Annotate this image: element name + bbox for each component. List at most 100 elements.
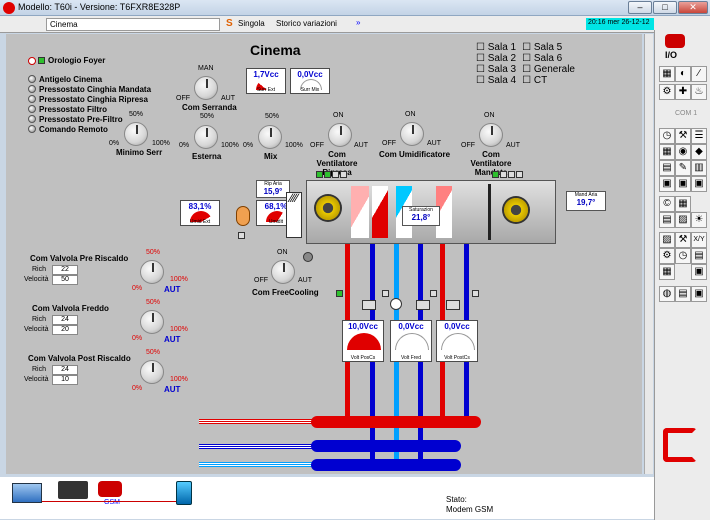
- status-led: [38, 57, 45, 64]
- gsm-label: GSM: [104, 499, 120, 506]
- gauge-volt-postc: 10,0Vcc Volt PosCs: [342, 320, 384, 362]
- tool-icon[interactable]: ▣: [691, 176, 707, 192]
- min-serr-knob[interactable]: [124, 122, 148, 146]
- tool-icon[interactable]: ▣: [659, 176, 675, 192]
- mode-label[interactable]: Singola: [238, 19, 265, 28]
- tool-icon[interactable]: ▦: [659, 66, 675, 82]
- tool-icon[interactable]: ✚: [675, 84, 691, 100]
- vel-label: Velocità: [24, 276, 49, 283]
- globe-icon[interactable]: ◍: [659, 286, 675, 302]
- header-blue-2: [311, 459, 461, 471]
- tool-icon[interactable]: ◐: [675, 66, 691, 82]
- status-led: [500, 171, 507, 178]
- filter-icon: ⁄⁄⁄⁄: [286, 192, 302, 238]
- tool-icon[interactable]: ◆: [691, 144, 707, 160]
- sale-list: ☐ Sala 1 ☐ Sala 2 ☐ Sala 3 ☐ Sala 4 ☐ Sa…: [476, 42, 575, 86]
- valve-knob[interactable]: [140, 260, 164, 284]
- valve-icon: [446, 300, 460, 310]
- tool-icon[interactable]: ✎: [675, 160, 691, 176]
- valve-knob[interactable]: [140, 360, 164, 384]
- freecooling-knob[interactable]: [271, 260, 295, 284]
- status-label: Stato:: [446, 495, 467, 504]
- tool-icon[interactable]: ⚙: [659, 248, 675, 264]
- tool-icon[interactable]: ▥: [691, 160, 707, 176]
- tool-icon[interactable]: ⚒: [675, 128, 691, 144]
- chart-icon[interactable]: ▨: [659, 232, 675, 248]
- damper-indicator: [303, 252, 313, 262]
- tool-icon[interactable]: ∕: [691, 66, 707, 82]
- knob-top-label: ON: [405, 111, 416, 118]
- tool-icon[interactable]: ▦: [659, 144, 675, 160]
- minimize-button[interactable]: –: [628, 1, 652, 14]
- scrollbar[interactable]: [644, 34, 653, 474]
- mix-knob[interactable]: [258, 125, 282, 149]
- page-selector[interactable]: Cinema: [46, 18, 220, 31]
- history-button[interactable]: Storico variazioni: [276, 19, 337, 28]
- post-heating-coil-icon: [436, 186, 452, 238]
- knob-top-label: 50%: [200, 113, 215, 120]
- vel-field[interactable]: 20: [52, 325, 78, 335]
- tool-icon[interactable]: ▤: [659, 160, 675, 176]
- tool-icon[interactable]: ▤: [659, 212, 675, 228]
- status-item: Pressostato Pre-Filtro: [28, 115, 151, 125]
- sala-item[interactable]: ☐ Sala 4: [476, 75, 517, 86]
- tool-icon[interactable]: ⚙: [659, 84, 675, 100]
- tool-icon[interactable]: ▤: [691, 248, 707, 264]
- vent-ripresa-knob[interactable]: [328, 123, 352, 147]
- tool-icon[interactable]: ▣: [691, 264, 707, 280]
- tool-icon[interactable]: ⚒: [675, 232, 691, 248]
- umidificatore-knob[interactable]: [400, 122, 424, 146]
- saturazion-box: Saturazion 21,8°: [402, 206, 440, 226]
- tool-icon[interactable]: ☰: [691, 128, 707, 144]
- vent-mandata-knob[interactable]: [479, 123, 503, 147]
- rich-field[interactable]: 24: [52, 315, 78, 325]
- rich-label: Rich: [32, 316, 47, 323]
- sala-item[interactable]: ☐ Sala 6: [522, 53, 563, 64]
- clock-icon[interactable]: ◷: [659, 128, 675, 144]
- com-port-label: COM 1: [675, 110, 698, 117]
- io-icon[interactable]: I/O: [665, 50, 678, 60]
- phone-icon[interactable]: [665, 34, 685, 48]
- min-serr-label: Minimo Serr: [116, 148, 163, 157]
- knob-right-label: AUT: [298, 277, 312, 284]
- esterna-knob[interactable]: [194, 125, 218, 149]
- status-item: Pressostato Cinghia Mandata: [28, 85, 151, 95]
- vel-label: Velocità: [24, 376, 49, 383]
- tool-icon[interactable]: ▦: [675, 196, 691, 212]
- orologio-label: Orologio Foyer: [48, 56, 106, 65]
- valve-knob[interactable]: [140, 310, 164, 334]
- tool-icon[interactable]: ◉: [675, 144, 691, 160]
- serranda-knob[interactable]: [194, 76, 218, 100]
- vel-field[interactable]: 50: [52, 275, 78, 285]
- sala-item[interactable]: ☐ Generale: [522, 64, 575, 75]
- tool-icon[interactable]: ▣: [675, 176, 691, 192]
- sala-item[interactable]: ☐ Sala 2: [476, 53, 517, 64]
- valve-icon: [416, 300, 430, 310]
- sala-item[interactable]: ☐ Sala 3: [476, 64, 517, 75]
- save-icon[interactable]: ▣: [691, 286, 707, 302]
- knob-left-label: OFF: [310, 142, 324, 149]
- close-button[interactable]: ✕: [678, 1, 708, 14]
- tool-icon[interactable]: ▦: [659, 264, 675, 280]
- tool-icon[interactable]: ©: [659, 196, 675, 212]
- status-item: Comando Remoto: [28, 125, 151, 135]
- chart-icon[interactable]: ▨: [675, 212, 691, 228]
- chevron-up-icon[interactable]: »: [356, 18, 361, 27]
- valve-mode: AUT: [164, 335, 181, 344]
- tool-icon[interactable]: ♨: [691, 84, 707, 100]
- vel-field[interactable]: 10: [52, 375, 78, 385]
- rip-aria-box: Rip Aria 15,9°: [256, 180, 290, 198]
- tool-icon[interactable]: ▤: [675, 286, 691, 302]
- sala-item[interactable]: ☐ Sala 1: [476, 42, 517, 53]
- rich-field[interactable]: 24: [52, 365, 78, 375]
- valve-mode: AUT: [164, 285, 181, 294]
- xy-icon[interactable]: X/Y: [691, 232, 707, 248]
- maximize-button[interactable]: □: [653, 1, 677, 14]
- status-item: Pressostato Cinghia Ripresa: [28, 95, 151, 105]
- sala-item[interactable]: ☐ CT: [522, 75, 548, 86]
- valve-title: Com Valvola Post Riscaldo: [28, 354, 131, 363]
- tool-icon[interactable]: ◷: [675, 248, 691, 264]
- lightbulb-icon[interactable]: ☀: [691, 212, 707, 228]
- sala-item[interactable]: ☐ Sala 5: [522, 42, 563, 53]
- rich-field[interactable]: 22: [52, 265, 78, 275]
